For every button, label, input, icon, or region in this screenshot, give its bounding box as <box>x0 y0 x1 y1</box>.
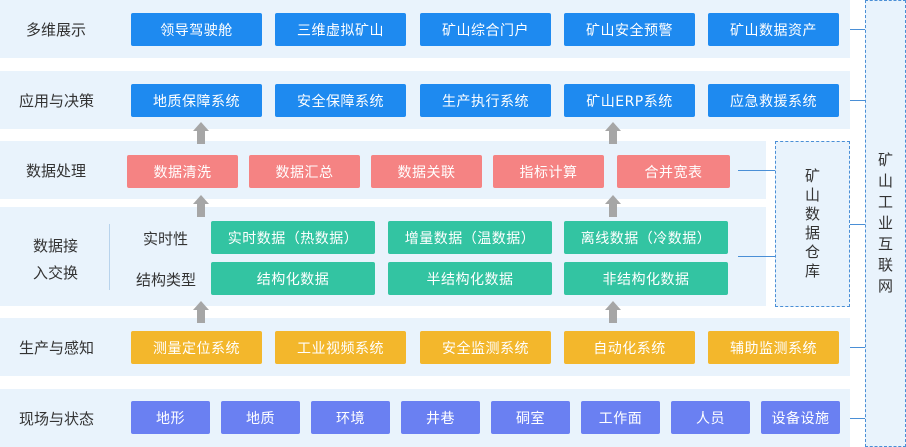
display-item[interactable]: 领导驾驶舱 <box>131 13 262 46</box>
network-label-char: 网 <box>877 277 893 295</box>
realtime-data-item[interactable]: 增量数据（温数据） <box>388 221 552 254</box>
realtime-sublabel: 实时性 <box>143 229 189 248</box>
site-item[interactable]: 人员 <box>671 401 750 434</box>
up-arrow-icon <box>193 301 209 323</box>
mine-data-warehouse-box <box>775 141 850 307</box>
production-item[interactable]: 辅助监测系统 <box>708 331 839 364</box>
processing-item[interactable]: 合并宽表 <box>617 155 730 188</box>
realtime-data-item[interactable]: 离线数据（冷数据） <box>564 221 728 254</box>
production-to-network-connector <box>850 347 866 348</box>
display-item[interactable]: 矿山数据资产 <box>708 13 839 46</box>
production-item[interactable]: 安全监测系统 <box>420 331 551 364</box>
display-item[interactable]: 三维虚拟矿山 <box>275 13 406 46</box>
mine-data-warehouse-label: 矿 山 数 据 仓 库 <box>775 141 850 307</box>
display-to-network-connector <box>850 29 866 30</box>
processing-item[interactable]: 数据清洗 <box>127 155 238 188</box>
site-item[interactable]: 环境 <box>311 401 390 434</box>
warehouse-to-network-connector <box>850 224 866 225</box>
production-layer-label: 生产与感知 <box>19 338 95 357</box>
site-item[interactable]: 地形 <box>131 401 210 434</box>
network-label-char: 矿 <box>877 151 893 169</box>
application-item[interactable]: 生产执行系统 <box>420 84 551 117</box>
warehouse-label-char: 数 <box>804 205 820 223</box>
site-to-network-connector <box>850 418 866 419</box>
warehouse-label-char: 矿 <box>804 167 820 185</box>
site-item[interactable]: 地质 <box>221 401 300 434</box>
mine-industrial-internet-box <box>865 0 906 447</box>
processing-item[interactable]: 指标计算 <box>493 155 604 188</box>
ingest-layer-divider <box>109 224 110 290</box>
up-arrow-icon <box>605 122 621 144</box>
network-label-char: 业 <box>877 214 893 232</box>
site-item[interactable]: 工作面 <box>581 401 660 434</box>
application-item[interactable]: 应急救援系统 <box>708 84 839 117</box>
warehouse-label-char: 山 <box>804 186 820 204</box>
up-arrow-icon <box>193 195 209 217</box>
realtime-data-item[interactable]: 实时数据（热数据） <box>211 221 375 254</box>
site-item[interactable]: 硐室 <box>491 401 570 434</box>
production-item[interactable]: 工业视频系统 <box>275 331 406 364</box>
structure-data-item[interactable]: 非结构化数据 <box>564 262 728 295</box>
application-item[interactable]: 矿山ERP系统 <box>564 84 695 117</box>
up-arrow-icon <box>605 195 621 217</box>
processing-item[interactable]: 数据关联 <box>371 155 482 188</box>
ingest-layer-label-line2: 入交换 <box>33 263 79 282</box>
site-item[interactable]: 设备设施 <box>761 401 840 434</box>
structure-data-item[interactable]: 半结构化数据 <box>388 262 552 295</box>
display-item[interactable]: 矿山安全预警 <box>564 13 695 46</box>
up-arrow-icon <box>605 301 621 323</box>
network-label-char: 工 <box>877 193 893 211</box>
application-item[interactable]: 地质保障系统 <box>131 84 262 117</box>
processing-layer-label: 数据处理 <box>26 161 87 180</box>
warehouse-label-char: 库 <box>804 262 820 280</box>
ingest-layer-label-line1: 数据接 <box>33 236 79 255</box>
display-item[interactable]: 矿山综合门户 <box>420 13 551 46</box>
network-label-char: 互 <box>877 235 893 253</box>
ingest-to-warehouse-connector <box>738 256 776 257</box>
structure-sublabel: 结构类型 <box>136 270 197 289</box>
production-item[interactable]: 自动化系统 <box>564 331 695 364</box>
production-item[interactable]: 测量定位系统 <box>131 331 262 364</box>
processing-item[interactable]: 数据汇总 <box>249 155 360 188</box>
processing-to-warehouse-connector <box>738 170 776 171</box>
mine-industrial-internet-label: 矿 山 工 业 互 联 网 <box>865 0 906 447</box>
up-arrow-icon <box>193 122 209 144</box>
application-item[interactable]: 安全保障系统 <box>275 84 406 117</box>
structure-data-item[interactable]: 结构化数据 <box>211 262 375 295</box>
site-layer-label: 现场与状态 <box>19 409 95 428</box>
display-layer-label: 多维展示 <box>26 20 87 39</box>
application-to-network-connector <box>850 100 866 101</box>
network-label-char: 山 <box>877 172 893 190</box>
site-item[interactable]: 井巷 <box>401 401 480 434</box>
warehouse-label-char: 据 <box>804 224 820 242</box>
network-label-char: 联 <box>877 256 893 274</box>
warehouse-label-char: 仓 <box>804 243 820 261</box>
application-layer-label: 应用与决策 <box>19 91 95 110</box>
